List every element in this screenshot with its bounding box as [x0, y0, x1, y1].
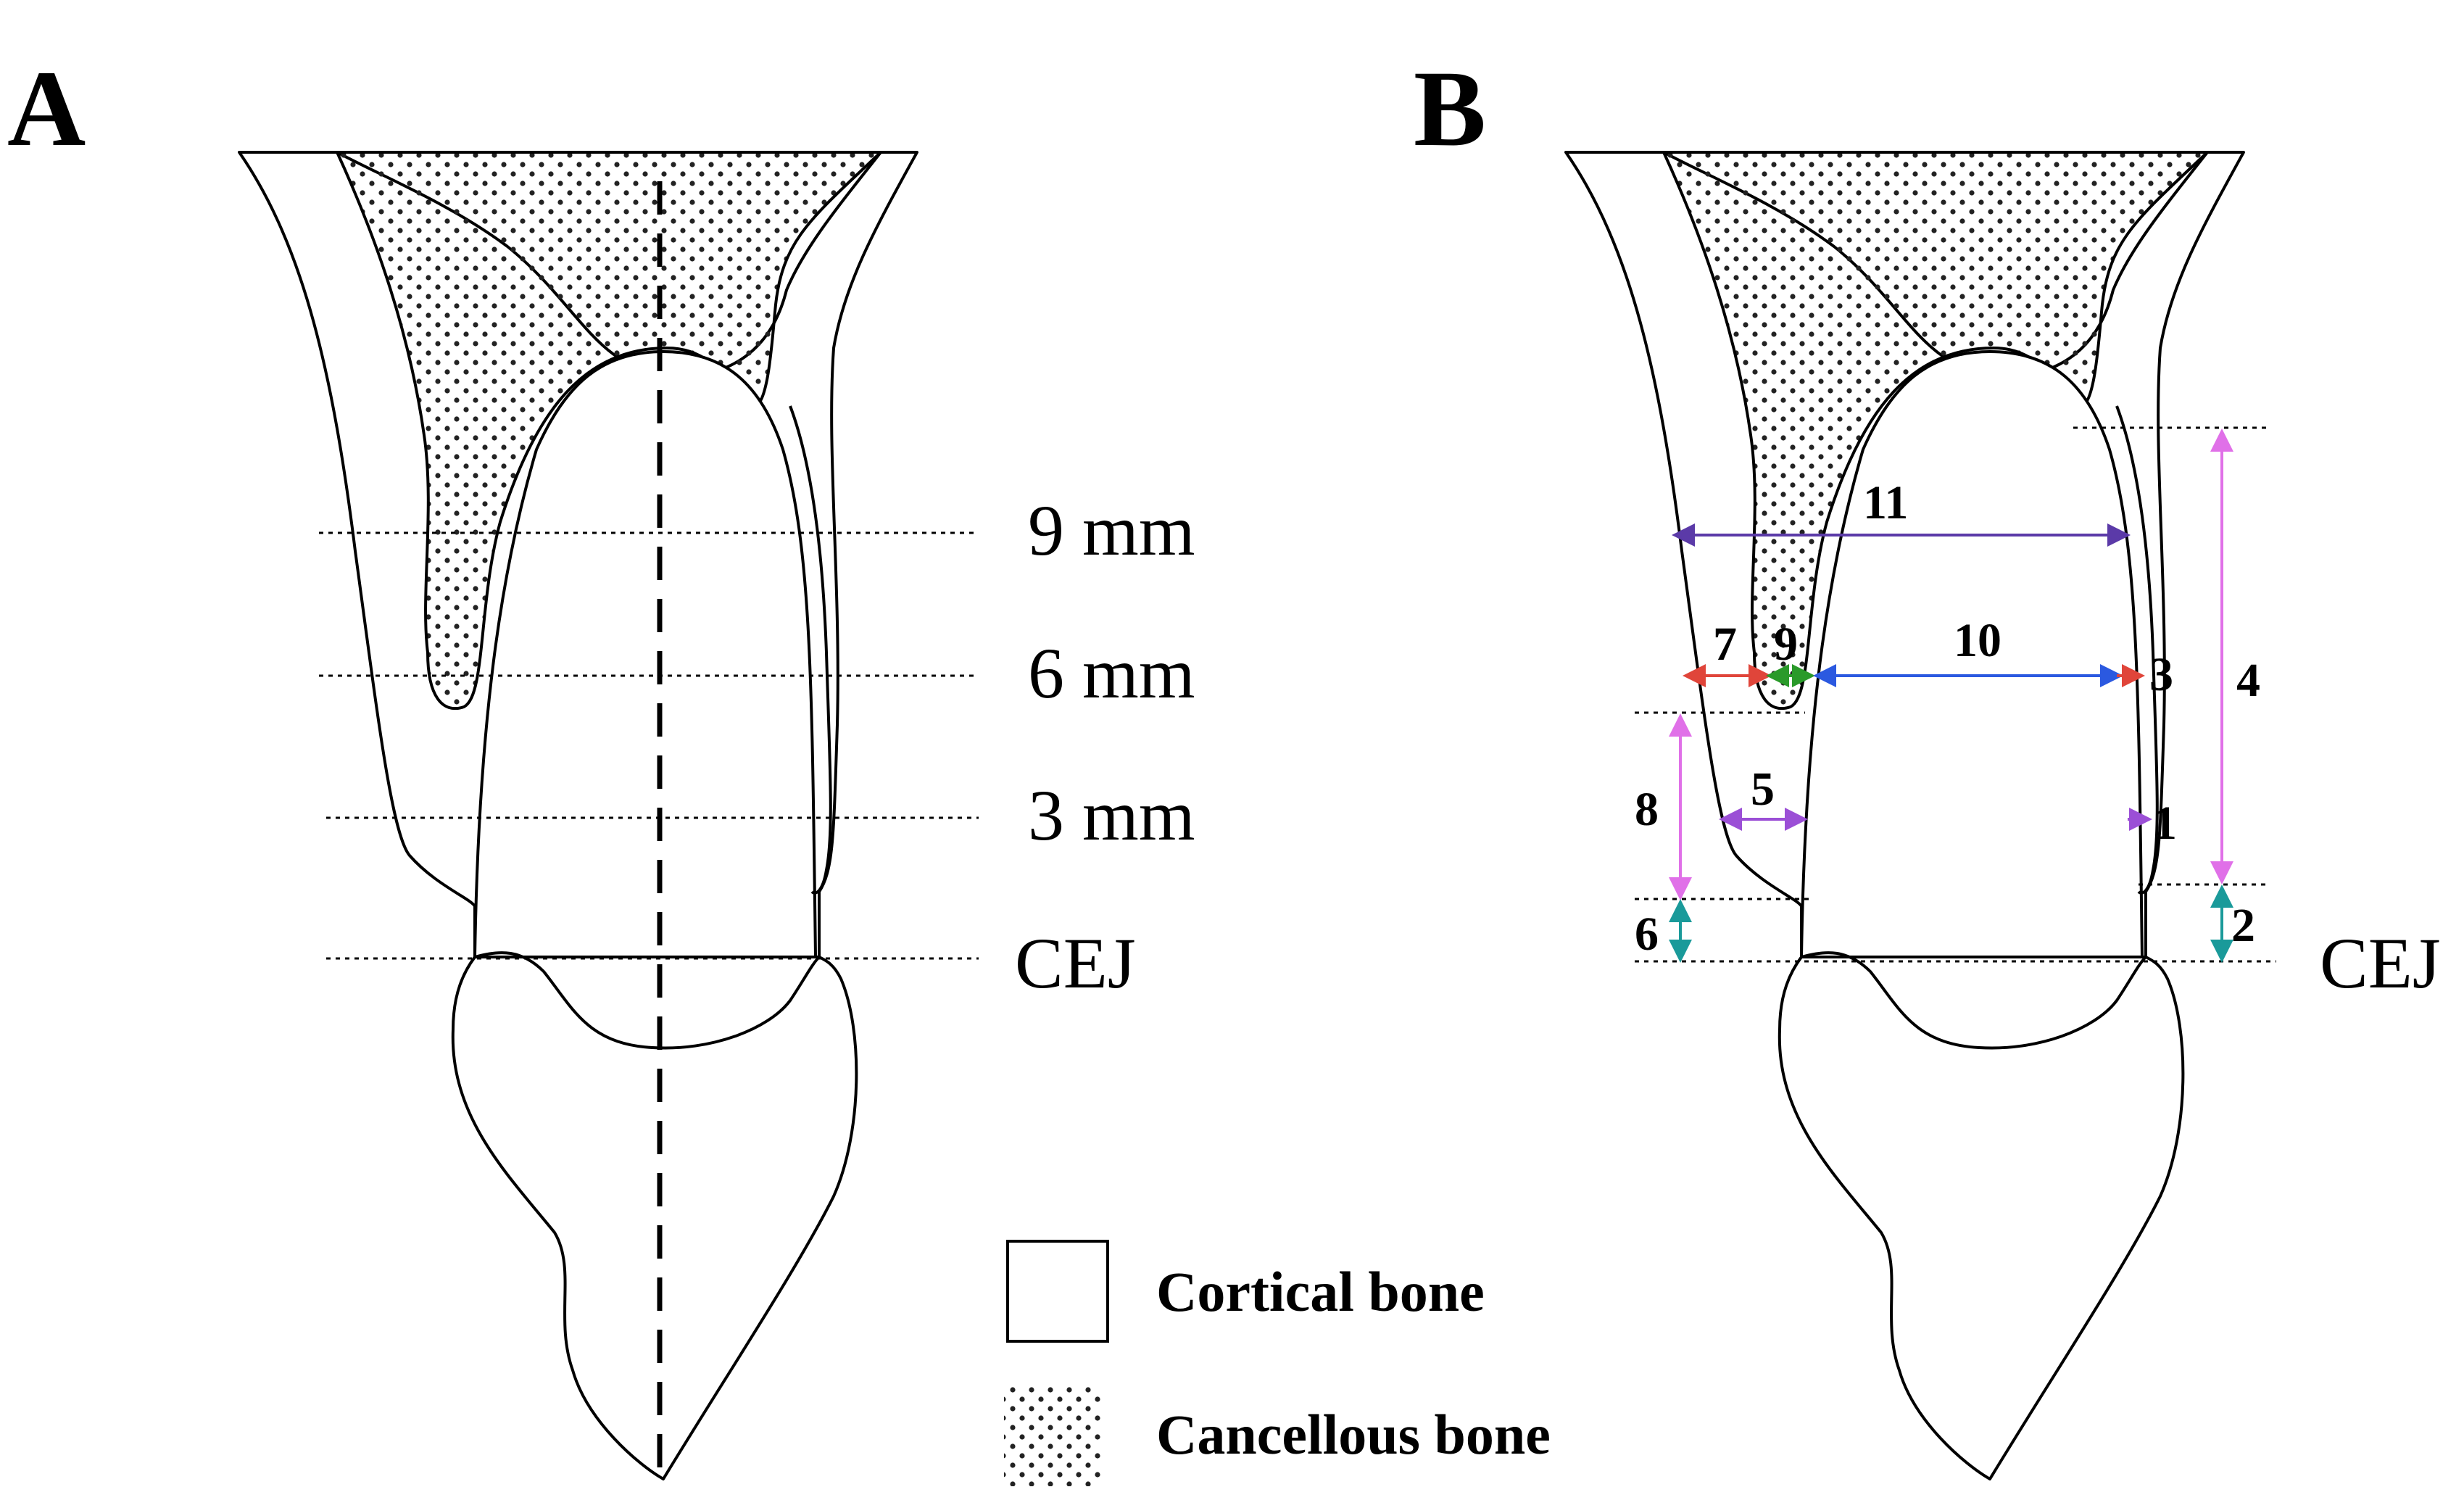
legend-label-cancellous: Cancellous bone [1156, 1403, 1551, 1466]
measure-label-1: 1 [2153, 797, 2177, 850]
panel-label-b: B [1414, 49, 1486, 169]
label-3mm: 3 mm [1028, 775, 1195, 856]
measure-label-8: 8 [1635, 783, 1659, 836]
measure-label-10: 10 [1954, 614, 2002, 667]
panel-a-tooth [238, 151, 918, 1480]
measure-label-5: 5 [1751, 763, 1775, 816]
measure-label-6: 6 [1635, 908, 1659, 961]
measure-label-11: 11 [1863, 476, 1908, 529]
measure-label-7: 7 [1713, 618, 1737, 671]
measure-label-4: 4 [2236, 654, 2260, 707]
measure-label-9: 9 [1774, 618, 1798, 671]
label-cej-a: CEJ [1015, 923, 1136, 1003]
measure-label-2: 2 [2231, 899, 2255, 952]
panel-b-tooth [1564, 151, 2245, 1480]
legend-swatch-cortical [1006, 1240, 1109, 1343]
label-6mm: 6 mm [1028, 633, 1195, 713]
measure-label-3: 3 [2149, 648, 2173, 701]
legend-swatch-cancellous [1004, 1386, 1104, 1486]
legend-label-cortical: Cortical bone [1156, 1260, 1485, 1323]
label-cej-b: CEJ [2320, 923, 2441, 1003]
panel-label-a: A [7, 49, 86, 169]
label-9mm: 9 mm [1028, 490, 1195, 571]
